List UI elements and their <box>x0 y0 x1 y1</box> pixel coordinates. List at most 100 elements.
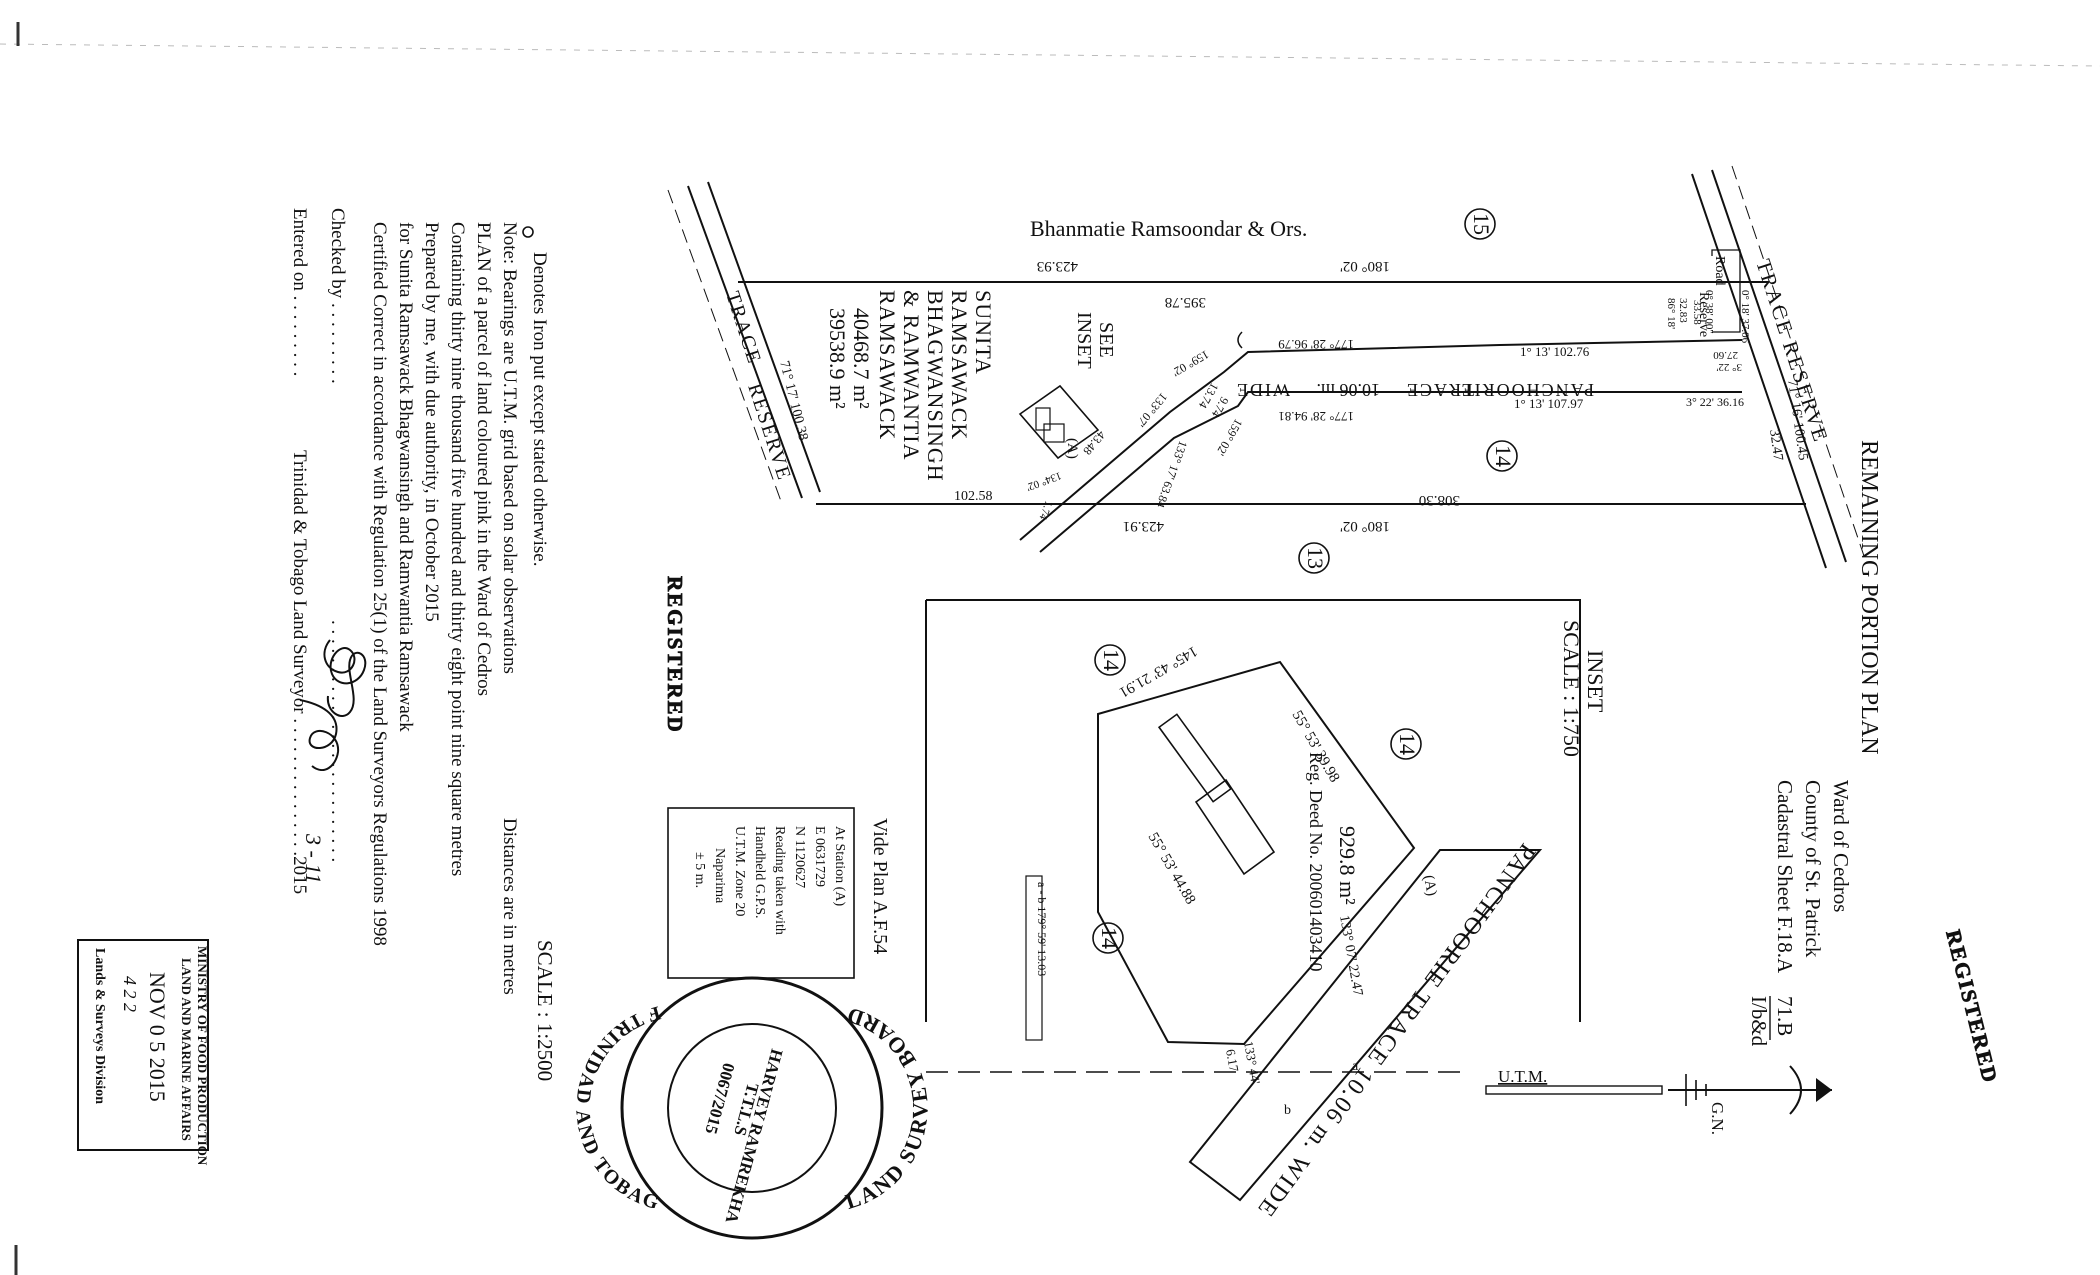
inset-lot-14-left <box>1094 644 1126 676</box>
owner-line-5: RAMSAWACK <box>875 290 900 440</box>
bearing-bottom-edge: 180° 02' <box>1340 518 1390 534</box>
bearing-road-9d: 27.60 <box>1713 349 1738 361</box>
lot-14-circle <box>1486 440 1518 472</box>
lot-14-label: 14 <box>1491 445 1516 467</box>
inset-lot-14-left-label: 14 <box>1099 649 1124 671</box>
note-bearings: Note: Bearings are U.T.M. grid based on … <box>499 222 520 674</box>
bearing-road-4: 177° 28' 94.81 <box>1278 409 1354 424</box>
cadastral-label: Cadastral Sheet F.18.A <box>1773 780 1797 974</box>
bearing-top-edge: 180° 02' <box>1340 258 1390 274</box>
bearing-road-1: 1° 13' 102.76 <box>1520 344 1590 359</box>
inset-bearing-5d: 6.17 <box>1223 1048 1242 1074</box>
iron-marker-icon <box>522 226 534 238</box>
dist-top-right: 395.78 <box>1165 294 1206 310</box>
inset-lot-14-top-label: 14 <box>1395 733 1420 755</box>
bearing-road-11d: 33.58 <box>1691 300 1703 325</box>
vide-plan: Vide Plan A.F.54 <box>869 818 891 954</box>
panchoorie-trace-road <box>1019 249 1743 553</box>
inset-parcel <box>1097 660 1416 1046</box>
station-line-7: ± 5 m. <box>692 852 707 888</box>
station-a-main: (A) <box>1064 438 1080 459</box>
bearing-road-9: 3° 22' <box>1716 361 1742 373</box>
dist-bottom-right: 308.30 <box>1419 492 1460 508</box>
neighbour-north-label: Bhanmatie Ramsoondar & Ors. <box>1030 216 1307 241</box>
utm-label: U.T.M. <box>1498 1067 1547 1086</box>
ministry-line-1: MINISTRY OF FOOD PRODUCTION <box>195 946 210 1166</box>
note-surveyor: Trinidad & Tobago Land Surveyor . . . . … <box>289 450 310 894</box>
station-line-3: Reading taken with <box>772 826 787 935</box>
road-name-panchoorie: PANCHOORIE <box>1460 380 1594 400</box>
note-containing: Containing thirty nine thousand five hun… <box>447 222 468 876</box>
bearing-road-2: 1° 13' 107.97 <box>1514 396 1584 411</box>
note-certified: Certified Correct in accordance with Reg… <box>369 222 390 946</box>
inset-title: INSET <box>1583 650 1608 713</box>
dist-bottom-left: 423.91 <box>1123 518 1164 534</box>
ministry-hand: 4 2 2 <box>120 976 140 1012</box>
bearing-right-side-2: 32.47 <box>1766 428 1785 461</box>
lot-15-label: 15 <box>1469 213 1494 235</box>
surveyor-signature <box>299 639 367 771</box>
note-hand-date: 3 - 11 <box>301 833 326 884</box>
station-line-5: U.T.M. Zone 20 <box>732 826 747 916</box>
scan-edge-line <box>0 43 2100 67</box>
ab-text: a - b 179° 59' 13.03 <box>1035 882 1049 976</box>
lot-15-circle <box>1464 208 1496 240</box>
ab-box <box>1025 875 1043 1041</box>
owner-line-1: SUNITA <box>971 290 996 375</box>
road-name-trace: TRACE <box>1405 380 1474 400</box>
registered-middle: REGISTERED <box>663 576 687 734</box>
trace-reserve-left <box>667 181 821 505</box>
road-width: 10.06 m. <box>1316 380 1380 400</box>
main-plan: 15 14 13 REMAINING PORTION PLAN TRACE RE… <box>667 165 1882 755</box>
bearing-road-12: 0° 18' 37.06 <box>1739 290 1751 344</box>
lot-13-circle <box>1298 542 1330 574</box>
inset-lot-14-bottom-label: 14 <box>1097 927 1122 949</box>
notes-block: Denotes Iron put except stated otherwise… <box>289 208 687 1081</box>
owner-line-3: BHAGWANSINGH <box>923 290 948 482</box>
station-line-1: E 0631729 <box>812 826 827 887</box>
station-line-2: N 1120627 <box>792 826 807 888</box>
ministry-line-3: Lands & Surveys Division <box>92 948 107 1104</box>
bearing-road-10: 3° 22' 36.16 <box>1686 395 1744 409</box>
inset-lot-14-top <box>1390 728 1422 760</box>
station-line-4: Handheld G.P.S. <box>752 826 767 919</box>
inset-deed: Reg. Deed No. 200601403410 <box>1306 752 1326 971</box>
gn-label: G.N. <box>1708 1102 1727 1135</box>
ward-label: Ward of Cedros <box>1829 780 1853 912</box>
bearing-road-13b: 86° 18' <box>1665 298 1677 329</box>
owner-line-2: RAMSAWACK <box>947 290 972 440</box>
owner-line-4: & RAMWANTIA <box>899 290 924 461</box>
inset-reference-parcel <box>1018 384 1100 460</box>
inset-station-a: (A) <box>1420 874 1439 897</box>
note-distances: Distances are in metres <box>499 818 520 995</box>
ministry-stamp: MINISTRY OF FOOD PRODUCTION LAND AND MAR… <box>77 939 210 1166</box>
note-for: for Sunita Ramsawack Bhagwansingh and Ra… <box>395 222 416 732</box>
inset-bearing-5: 133° 44' <box>1241 1040 1263 1085</box>
note-scale: SCALE : 1:2500 <box>533 940 557 1081</box>
inset-area: 929.8 m² <box>1335 826 1360 905</box>
inset-lot-14-bottom <box>1092 922 1124 954</box>
note-iron: Denotes Iron put except stated otherwise… <box>529 252 550 566</box>
ministry-date: NOV 0 5 2015 <box>145 972 170 1102</box>
see-inset-1: SEE <box>1095 322 1117 358</box>
road-reserve-label-2: Reserve <box>1696 292 1711 337</box>
station-line-0: At Station (A) <box>832 826 847 906</box>
station-box: Vide Plan A.F.54 At Station (A) E 063172… <box>667 807 891 979</box>
north-arrow-icon <box>1485 1065 1832 1115</box>
bearing-road-3: 177° 28' 96.79 <box>1278 337 1354 352</box>
inset-point-b: b <box>1284 1103 1291 1118</box>
see-inset-2: INSET <box>1073 312 1095 369</box>
road-reserve-label-1: Road <box>1712 256 1727 286</box>
bearing-left-side-2: 102.58 <box>954 489 993 504</box>
trace-reserve-right <box>1691 165 1865 569</box>
ministry-line-2: LAND AND MARINE AFFAIRS <box>179 958 194 1141</box>
road-wide: WIDE <box>1235 380 1290 400</box>
plan-title: REMAINING PORTION PLAN <box>1856 440 1882 755</box>
dist-top-left: 423.93 <box>1037 258 1078 274</box>
note-checked-dots: . . . . . . . . . . . . . . . . . . . . … <box>327 620 348 862</box>
county-label: County of St. Patrick <box>1801 780 1825 958</box>
station-line-6: Naparima <box>712 848 727 904</box>
bearing-road-13: 32.83 <box>1677 298 1689 323</box>
area-total: 40468.7 m² <box>849 308 874 409</box>
